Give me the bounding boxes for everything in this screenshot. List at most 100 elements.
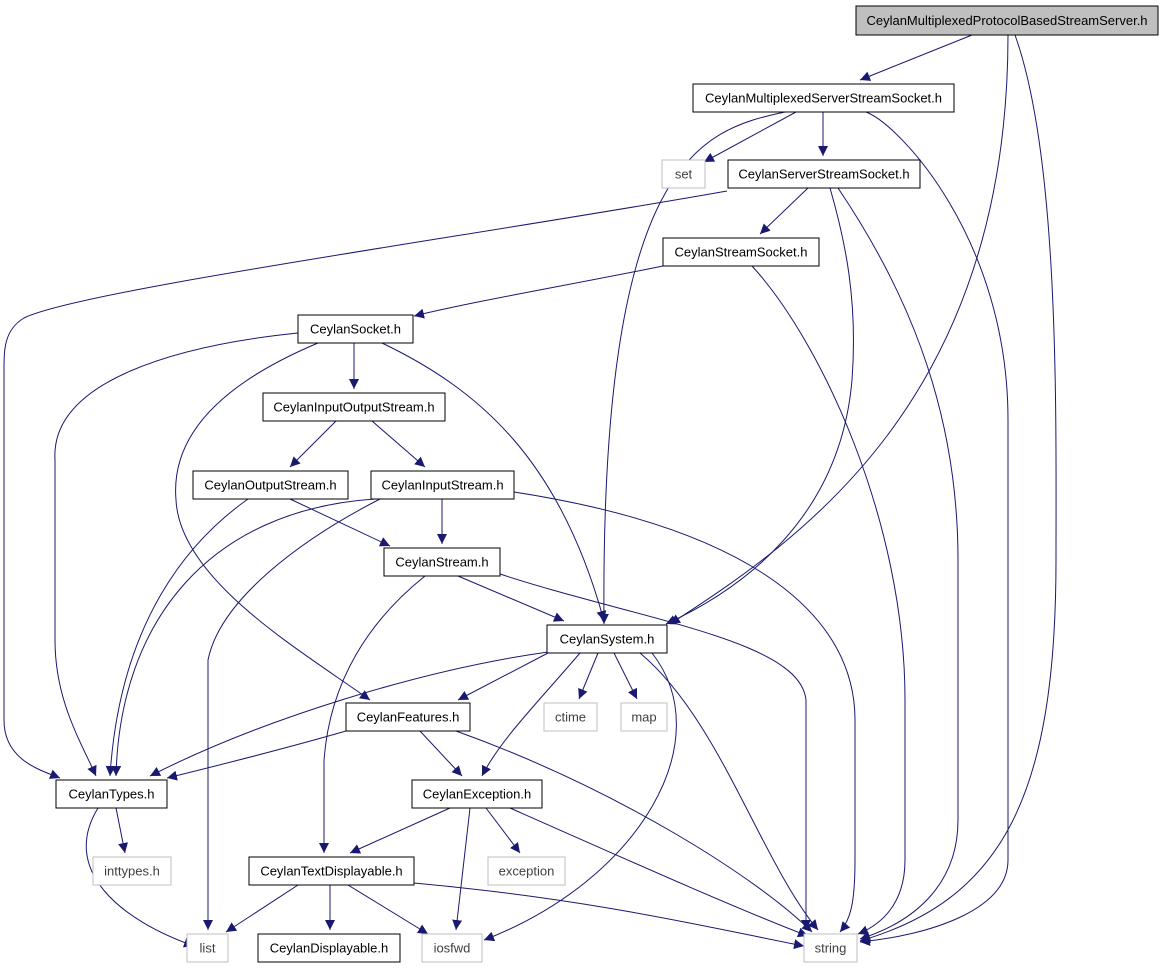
edge-root-to-sys [669,34,1009,625]
node-box-ss [662,237,820,267]
node-box-string [803,933,858,963]
node-ctime: ctime [543,702,598,732]
edge-sss-to-ss [759,187,809,235]
node-box-ios [262,392,446,422]
edge-os-to-stream [289,498,391,547]
edge-types-to-list [85,807,195,948]
edge-stream-to-sys [457,575,565,622]
edge-sss-to-types [3,190,728,779]
edge-sys-to-types [149,651,549,777]
node-box-os [192,470,349,500]
node-label-sys: CeylanSystem.h [560,632,655,647]
node-exc[interactable]: CeylanException.h [411,779,543,809]
node-label-stream: CeylanStream.h [395,555,488,570]
node-sss[interactable]: CeylanServerStreamSocket.h [727,159,921,189]
node-box-td [248,856,415,886]
node-label-string: string [815,941,847,956]
node-mss[interactable]: CeylanMultiplexedServerStreamSocket.h [692,83,955,113]
node-label-feat: CeylanFeatures.h [357,710,460,725]
node-list: list [186,933,229,963]
edge-root-to-string [859,34,1057,943]
edge-feat-to-types [166,730,347,781]
node-label-ss: CeylanStreamSocket.h [675,245,808,260]
node-label-root: CeylanMultiplexedProtocolBasedStreamServ… [866,13,1147,28]
edge-sys-to-feat [457,652,549,701]
node-label-inttypes: inttypes.h [104,864,160,879]
node-box-sss [727,159,921,189]
node-root[interactable]: CeylanMultiplexedProtocolBasedStreamServ… [855,5,1159,36]
node-box-root [855,5,1159,36]
node-iosfwd: iosfwd [421,933,483,963]
edge-ss-to-string [751,265,906,935]
edge-ios-to-is [371,420,426,468]
node-feat[interactable]: CeylanFeatures.h [345,702,471,732]
edge-os-to-types [105,498,249,777]
edge-mss-to-set [703,111,797,163]
node-label-exc: CeylanException.h [423,787,531,802]
edge-exc-to-exception [485,807,521,854]
node-label-exception: exception [499,864,555,879]
edge-td-to-iosfwd [347,884,429,935]
node-sys[interactable]: CeylanSystem.h [546,624,668,654]
edge-mss-to-string [859,111,1009,946]
node-label-sock: CeylanSocket.h [310,322,401,337]
edge-sock-to-types [54,332,299,777]
nodes-layer: CeylanMultiplexedProtocolBasedStreamServ… [55,5,1159,963]
edge-mss-to-sys [598,111,786,625]
node-box-sys [546,624,668,654]
node-label-map: map [631,710,656,725]
node-sock[interactable]: CeylanSocket.h [297,314,414,344]
node-map: map [620,702,668,732]
edge-exc-to-iosfwd [452,807,471,931]
node-label-list: list [200,941,216,956]
node-box-mss [692,83,955,113]
node-box-disp [257,933,401,963]
node-label-sss: CeylanServerStreamSocket.h [738,167,909,182]
node-label-types: CeylanTypes.h [69,787,155,802]
node-box-map [620,702,668,732]
node-label-is: CeylanInputStream.h [381,478,503,493]
node-box-iosfwd [421,933,483,963]
edge-feat-to-exc [419,730,463,777]
node-label-set: set [675,167,693,182]
node-ss[interactable]: CeylanStreamSocket.h [662,237,820,267]
node-label-mss: CeylanMultiplexedServerStreamSocket.h [705,91,942,106]
edge-sss-to-sys [665,187,854,625]
edge-is-to-types [111,498,376,777]
node-ios[interactable]: CeylanInputOutputStream.h [262,392,446,422]
node-box-feat [345,702,471,732]
edge-ios-to-os [289,420,337,468]
node-label-ctime: ctime [555,710,586,725]
edge-sys-to-map [613,652,638,700]
node-os[interactable]: CeylanOutputStream.h [192,470,349,500]
node-label-ios: CeylanInputOutputStream.h [273,400,434,415]
edge-is-to-list [203,498,381,930]
node-box-list [186,933,229,963]
node-stream[interactable]: CeylanStream.h [383,547,501,577]
node-disp[interactable]: CeylanDisplayable.h [257,933,401,963]
node-box-is [370,470,515,500]
edge-sock-to-sys [381,342,607,622]
edges-layer [3,34,1057,950]
node-exception: exception [487,856,566,886]
edge-exc-to-td [349,807,451,854]
node-box-set [661,159,706,189]
node-box-inttypes [92,856,172,886]
edge-sys-to-string [639,652,819,931]
edge-sys-to-exc [481,652,581,777]
node-string: string [803,933,858,963]
node-label-td: CeylanTextDisplayable.h [260,864,402,879]
node-is[interactable]: CeylanInputStream.h [370,470,515,500]
node-box-stream [383,547,501,577]
edge-sys-to-ctime [578,652,599,700]
edge-stream-to-td [319,575,426,853]
edge-stream-to-string [499,573,811,930]
edge-root-to-mss [859,34,973,81]
node-td[interactable]: CeylanTextDisplayable.h [248,856,415,886]
node-set: set [661,159,706,189]
node-types[interactable]: CeylanTypes.h [55,779,168,809]
node-box-ctime [543,702,598,732]
node-inttypes: inttypes.h [92,856,172,886]
node-label-disp: CeylanDisplayable.h [270,941,389,956]
